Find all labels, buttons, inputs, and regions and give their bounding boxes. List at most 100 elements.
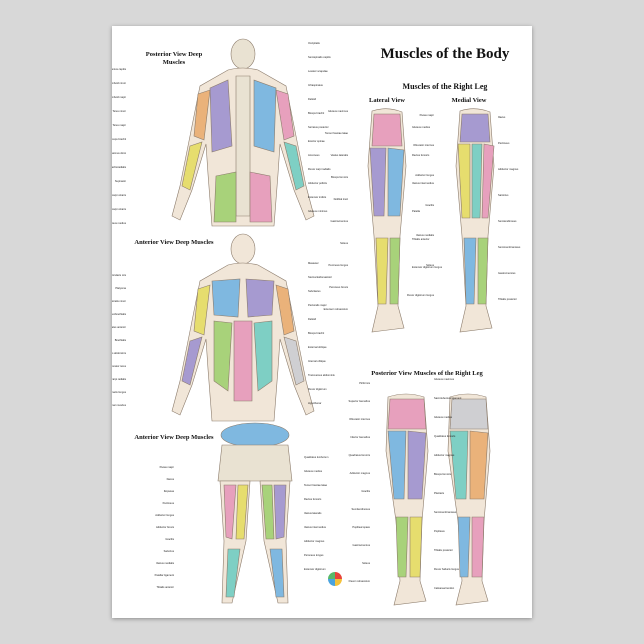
muscle-label: Gluteus medius [304,470,323,473]
muscle-label: Gastrocnemius [498,272,516,275]
muscle-label: Gracilis [165,538,174,541]
muscle-label: Brachioradialis [112,166,126,169]
muscle-label: Vastus intermedius [304,526,326,529]
muscle-label: Platysma [115,287,126,290]
muscle-label: Tensor fasciae latae [304,484,328,487]
muscle-label: Erector spinae [308,140,325,143]
muscle-label: Masseter [308,262,319,265]
muscle-label: Flexor digitorum longus [407,294,434,297]
anatomy-poster: Muscles of the Body Muscles of the Right… [112,26,532,618]
muscle-label: Tibialis anterior [156,586,175,589]
muscle-label: Flexor carpi radialis [112,378,126,381]
muscle-label: Transversus abdominis [308,374,335,377]
muscle-label: Extensor retinaculum [323,308,348,311]
muscle-label: Vastus intermedius [412,182,434,185]
muscle-label: Flexor hallucis longus [434,568,459,571]
muscle-label: Adductor brevis [155,526,174,529]
muscle-label: Flexor carpi ulnaris [112,194,126,197]
anterior-deep-figure [217,422,293,604]
muscle-label: Obturator internus [349,418,370,421]
muscle-label: Vastus medialis [416,234,434,237]
muscle-label: Calcaneal tendon [434,587,455,590]
muscle-label: Peroneus longus [304,554,324,557]
muscle-label: Pectineus [498,142,510,145]
muscle-label: Biceps brachii [308,332,325,335]
section-title-anterior-deep: Anterior View Deep Muscles [134,434,214,441]
section-title-anterior: Anterior View Deep Muscles [134,239,214,246]
muscle-label: Gluteus minimus [308,210,328,213]
muscle-label: Vastus medialis [156,562,174,565]
muscle-label: Thenar muscles [112,404,126,407]
muscle-label: Quadratus femoris [348,454,370,457]
muscle-label: Tibialis posterior [434,549,453,552]
muscle-label: Vastus lateralis [304,512,322,515]
muscle-label: Soleus [362,562,370,565]
muscle-label: Deltoid [308,98,317,101]
muscle-label: Patellar ligament [154,574,174,577]
muscle-label: Teres major [112,124,126,127]
muscle-label: Iliopsoas [163,490,174,493]
muscle-label: Gastrocnemius [330,220,348,223]
muscle-label: Hypothenar [308,402,322,405]
muscle-label: Coracobrachialis [112,313,126,316]
muscle-label: Adductor magnus [304,540,325,543]
muscle-label: Brachialis [114,339,126,342]
muscle-label: Psoas major [159,466,174,469]
publisher-logo-icon [328,572,342,586]
muscle-label: Pectoralis minor [112,300,126,303]
muscle-label: Obturator internus [413,144,434,147]
muscle-label: Vastus lateralis [330,154,348,157]
muscle-label: Iliotibial tract [333,198,348,201]
muscle-label: Abductor pollicis [308,182,327,185]
muscle-label: Anconeus [308,154,320,157]
muscle-label: Soleus [340,242,348,245]
muscle-label: Orbicularis oris [112,274,126,277]
muscle-label: Semitendinosus [351,508,370,511]
muscle-label: Pectoralis major [308,304,327,307]
muscle-label: Piriformis [359,382,370,385]
muscle-label: Levator scapulae [308,70,328,73]
muscle-label: Adductor longus [155,514,174,517]
section-title-lateral: Lateral View [369,97,405,104]
muscle-label: Rhomboid major [112,96,126,99]
muscle-label: Biceps brachii [308,112,325,115]
posterior-deep-figure [171,38,315,227]
muscle-label: Gastrocnemius [352,544,370,547]
muscle-label: Tibialis anterior [412,238,430,241]
muscle-label: Biceps femoris [434,473,452,476]
muscle-label: Quadratus femoris [434,435,456,438]
muscle-label: Semimembranosus [498,246,521,249]
poster-title: Muscles of the Body [380,46,510,62]
muscle-label: Sartorius [163,550,174,553]
muscle-label: Supinator [114,180,126,183]
section-title-posterior-leg: Posterior View Muscles of the Right Leg [371,370,483,377]
muscle-label: Extensor carpi ulnaris [112,208,126,211]
muscle-label: Pronator teres [112,365,126,368]
muscle-label: Iliacus [166,478,174,481]
muscle-label: Extensor indicis [308,196,327,199]
muscle-label: Biceps femoris [330,176,348,179]
muscle-label: Gracilis [361,490,370,493]
muscle-label: Deltoid [308,318,317,321]
muscle-label: Semimembranosus [434,511,457,514]
muscle-label: Serratus anterior [112,326,126,329]
muscle-label: Flexor retinaculum [348,580,370,583]
muscle-label: Gluteus medius [412,126,431,129]
muscle-label: Psoas major [419,114,434,117]
muscle-label: Extensor digitorum longus [412,266,442,269]
muscle-label: Superior Gemellus [348,400,370,403]
muscle-label: Adductor magnus [349,472,370,475]
muscle-label: Tensor fasciae latae [324,132,348,135]
muscle-label: Rectus femoris [304,498,322,501]
muscle-label: Adductor longus [415,174,434,177]
muscle-label: Splenius capitis [112,68,126,71]
muscle-label: Teres minor [112,110,126,113]
muscle-label: Flexor digitorum [308,388,327,391]
poster-subtitle: Muscles of the Right Leg [402,82,488,91]
muscle-label: Serratus posterior [308,126,329,129]
section-title-posterior-deep: Posterior View Deep Muscles [145,51,203,66]
muscle-label: Iliacus [498,116,506,119]
muscle-label: Quadratus lumborum [304,456,329,459]
muscle-label: Subclavius [308,290,321,293]
muscle-label: Sternocleidomastoid [308,276,332,279]
